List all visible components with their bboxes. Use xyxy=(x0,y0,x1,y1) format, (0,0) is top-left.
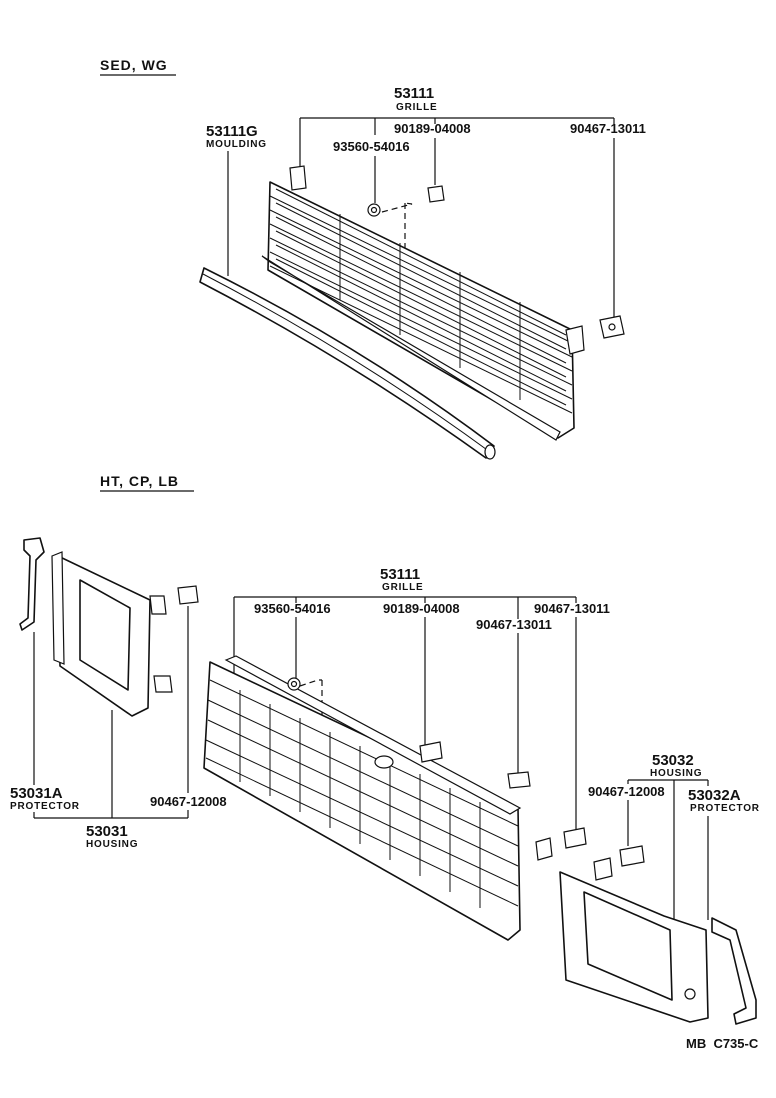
top-nut xyxy=(599,315,625,339)
top-screw xyxy=(367,203,381,217)
right-housing-name: HOUSING xyxy=(650,768,702,779)
right-nut-part-number: 90467-12008 xyxy=(588,784,665,799)
left-housing xyxy=(51,551,173,717)
figure-code: MB C735-C xyxy=(686,1036,759,1051)
top-grille-name: GRILLE xyxy=(396,102,437,113)
left-nut-part-number: 90467-12008 xyxy=(150,794,227,809)
left-housing-leader-lines xyxy=(33,606,189,819)
left-protector-name: PROTECTOR xyxy=(10,801,80,812)
bottom-screw xyxy=(287,677,301,691)
bottom-grille-leader-lines xyxy=(233,596,577,830)
bottom-nut-b xyxy=(507,771,531,789)
left-housing-name: HOUSING xyxy=(86,839,138,850)
top-grille-part-number: 53111 xyxy=(394,85,434,102)
right-protector-part-number: 53032A xyxy=(688,787,741,804)
bottom-clip-part-number: 90189-04008 xyxy=(383,601,460,616)
top-clip xyxy=(427,185,445,203)
bottom-nut-a xyxy=(563,827,587,849)
section-label-sed-wg: SED, WG xyxy=(100,57,168,73)
bottom-nut-a-part-number: 90467-13011 xyxy=(534,601,610,616)
bottom-screw-part-number: 93560-54016 xyxy=(254,601,331,616)
bottom-grille-part-number: 53111 xyxy=(380,566,420,583)
top-grille xyxy=(261,165,585,441)
bottom-grille xyxy=(203,655,553,941)
top-leader-lines xyxy=(227,117,615,318)
bottom-grille-name: GRILLE xyxy=(382,582,423,593)
top-screw-part-number: 93560-54016 xyxy=(333,139,410,154)
left-protector-part-number: 53031A xyxy=(10,785,63,802)
bottom-nut-b-part-number: 90467-13011 xyxy=(476,617,552,632)
bottom-clip xyxy=(419,741,443,763)
right-housing-leader-lines xyxy=(627,779,709,920)
left-nut xyxy=(177,585,199,605)
top-moulding-part-number: 53111G xyxy=(206,123,258,140)
top-moulding xyxy=(199,267,496,460)
left-protector xyxy=(19,537,45,631)
top-nut-part-number: 90467-13011 xyxy=(570,121,646,136)
section-label-ht-cp-lb: HT, CP, LB xyxy=(100,473,179,489)
right-nut xyxy=(619,845,645,867)
top-moulding-name: MOULDING xyxy=(206,139,267,150)
left-housing-part-number: 53031 xyxy=(86,823,128,840)
right-protector xyxy=(711,917,757,1025)
right-housing-part-number: 53032 xyxy=(652,752,694,769)
right-housing xyxy=(559,857,709,1023)
top-clip-part-number: 90189-04008 xyxy=(394,121,471,136)
right-protector-name: PROTECTOR xyxy=(690,803,760,814)
